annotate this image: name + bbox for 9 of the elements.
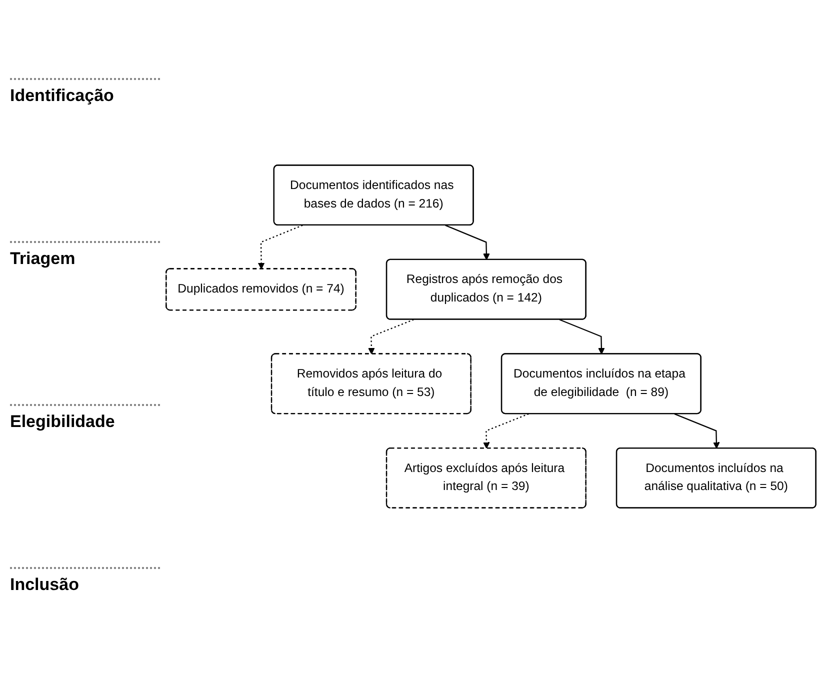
arrow [445, 224, 490, 260]
stage-heading: Elegibilidade [10, 404, 160, 432]
stage-heading: Identificação [10, 78, 160, 106]
stage-heading: Inclusão [10, 567, 160, 596]
stage-heading: Triagem [10, 240, 160, 269]
arrow [368, 319, 414, 354]
arrow [674, 413, 720, 449]
arrow [258, 224, 303, 270]
arrow [559, 319, 605, 354]
